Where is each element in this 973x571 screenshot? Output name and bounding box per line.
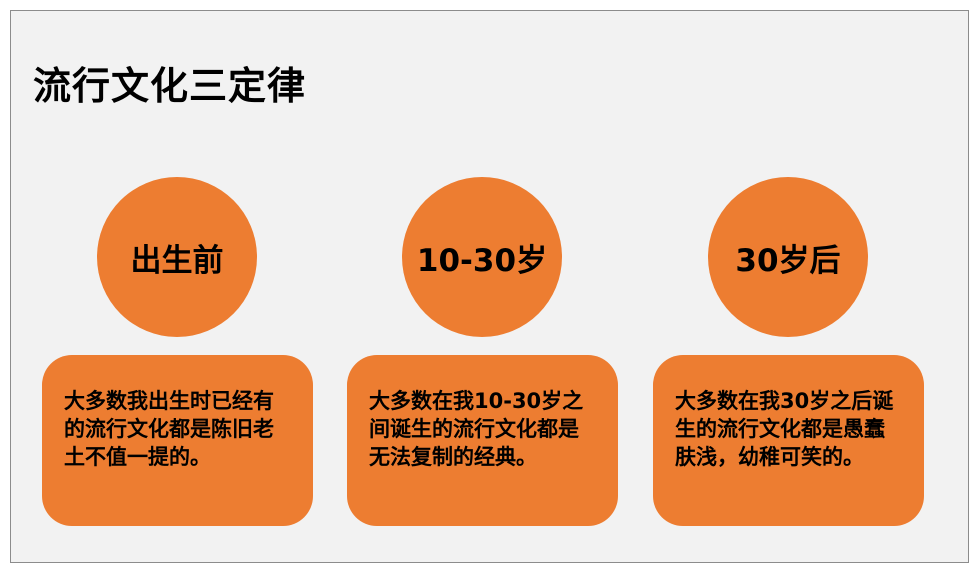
- stage-circle-after-30: 30岁后: [708, 177, 868, 337]
- stage-card-text: 大多数在我30岁之后诞生的流行文化都是愚蠢肤浅，幼稚可笑的。: [675, 388, 894, 469]
- stage-card-text: 大多数在我10-30岁之间诞生的流行文化都是无法复制的经典。: [369, 388, 584, 469]
- slide-title: 流行文化三定律: [33, 64, 307, 108]
- stage-circle-before-birth: 出生前: [97, 177, 257, 337]
- stage-card-age-10-30: 大多数在我10-30岁之间诞生的流行文化都是无法复制的经典。: [347, 355, 618, 526]
- slide: 流行文化三定律 出生前 10-30岁 30岁后 大多数我出生时已经有的流行文化都…: [10, 10, 969, 563]
- stage-card-after-30: 大多数在我30岁之后诞生的流行文化都是愚蠢肤浅，幼稚可笑的。: [653, 355, 924, 526]
- stage-card-text: 大多数我出生时已经有的流行文化都是陈旧老土不值一提的。: [64, 388, 274, 469]
- stage-card-before-birth: 大多数我出生时已经有的流行文化都是陈旧老土不值一提的。: [42, 355, 313, 526]
- stage-circle-age-10-30: 10-30岁: [402, 177, 562, 337]
